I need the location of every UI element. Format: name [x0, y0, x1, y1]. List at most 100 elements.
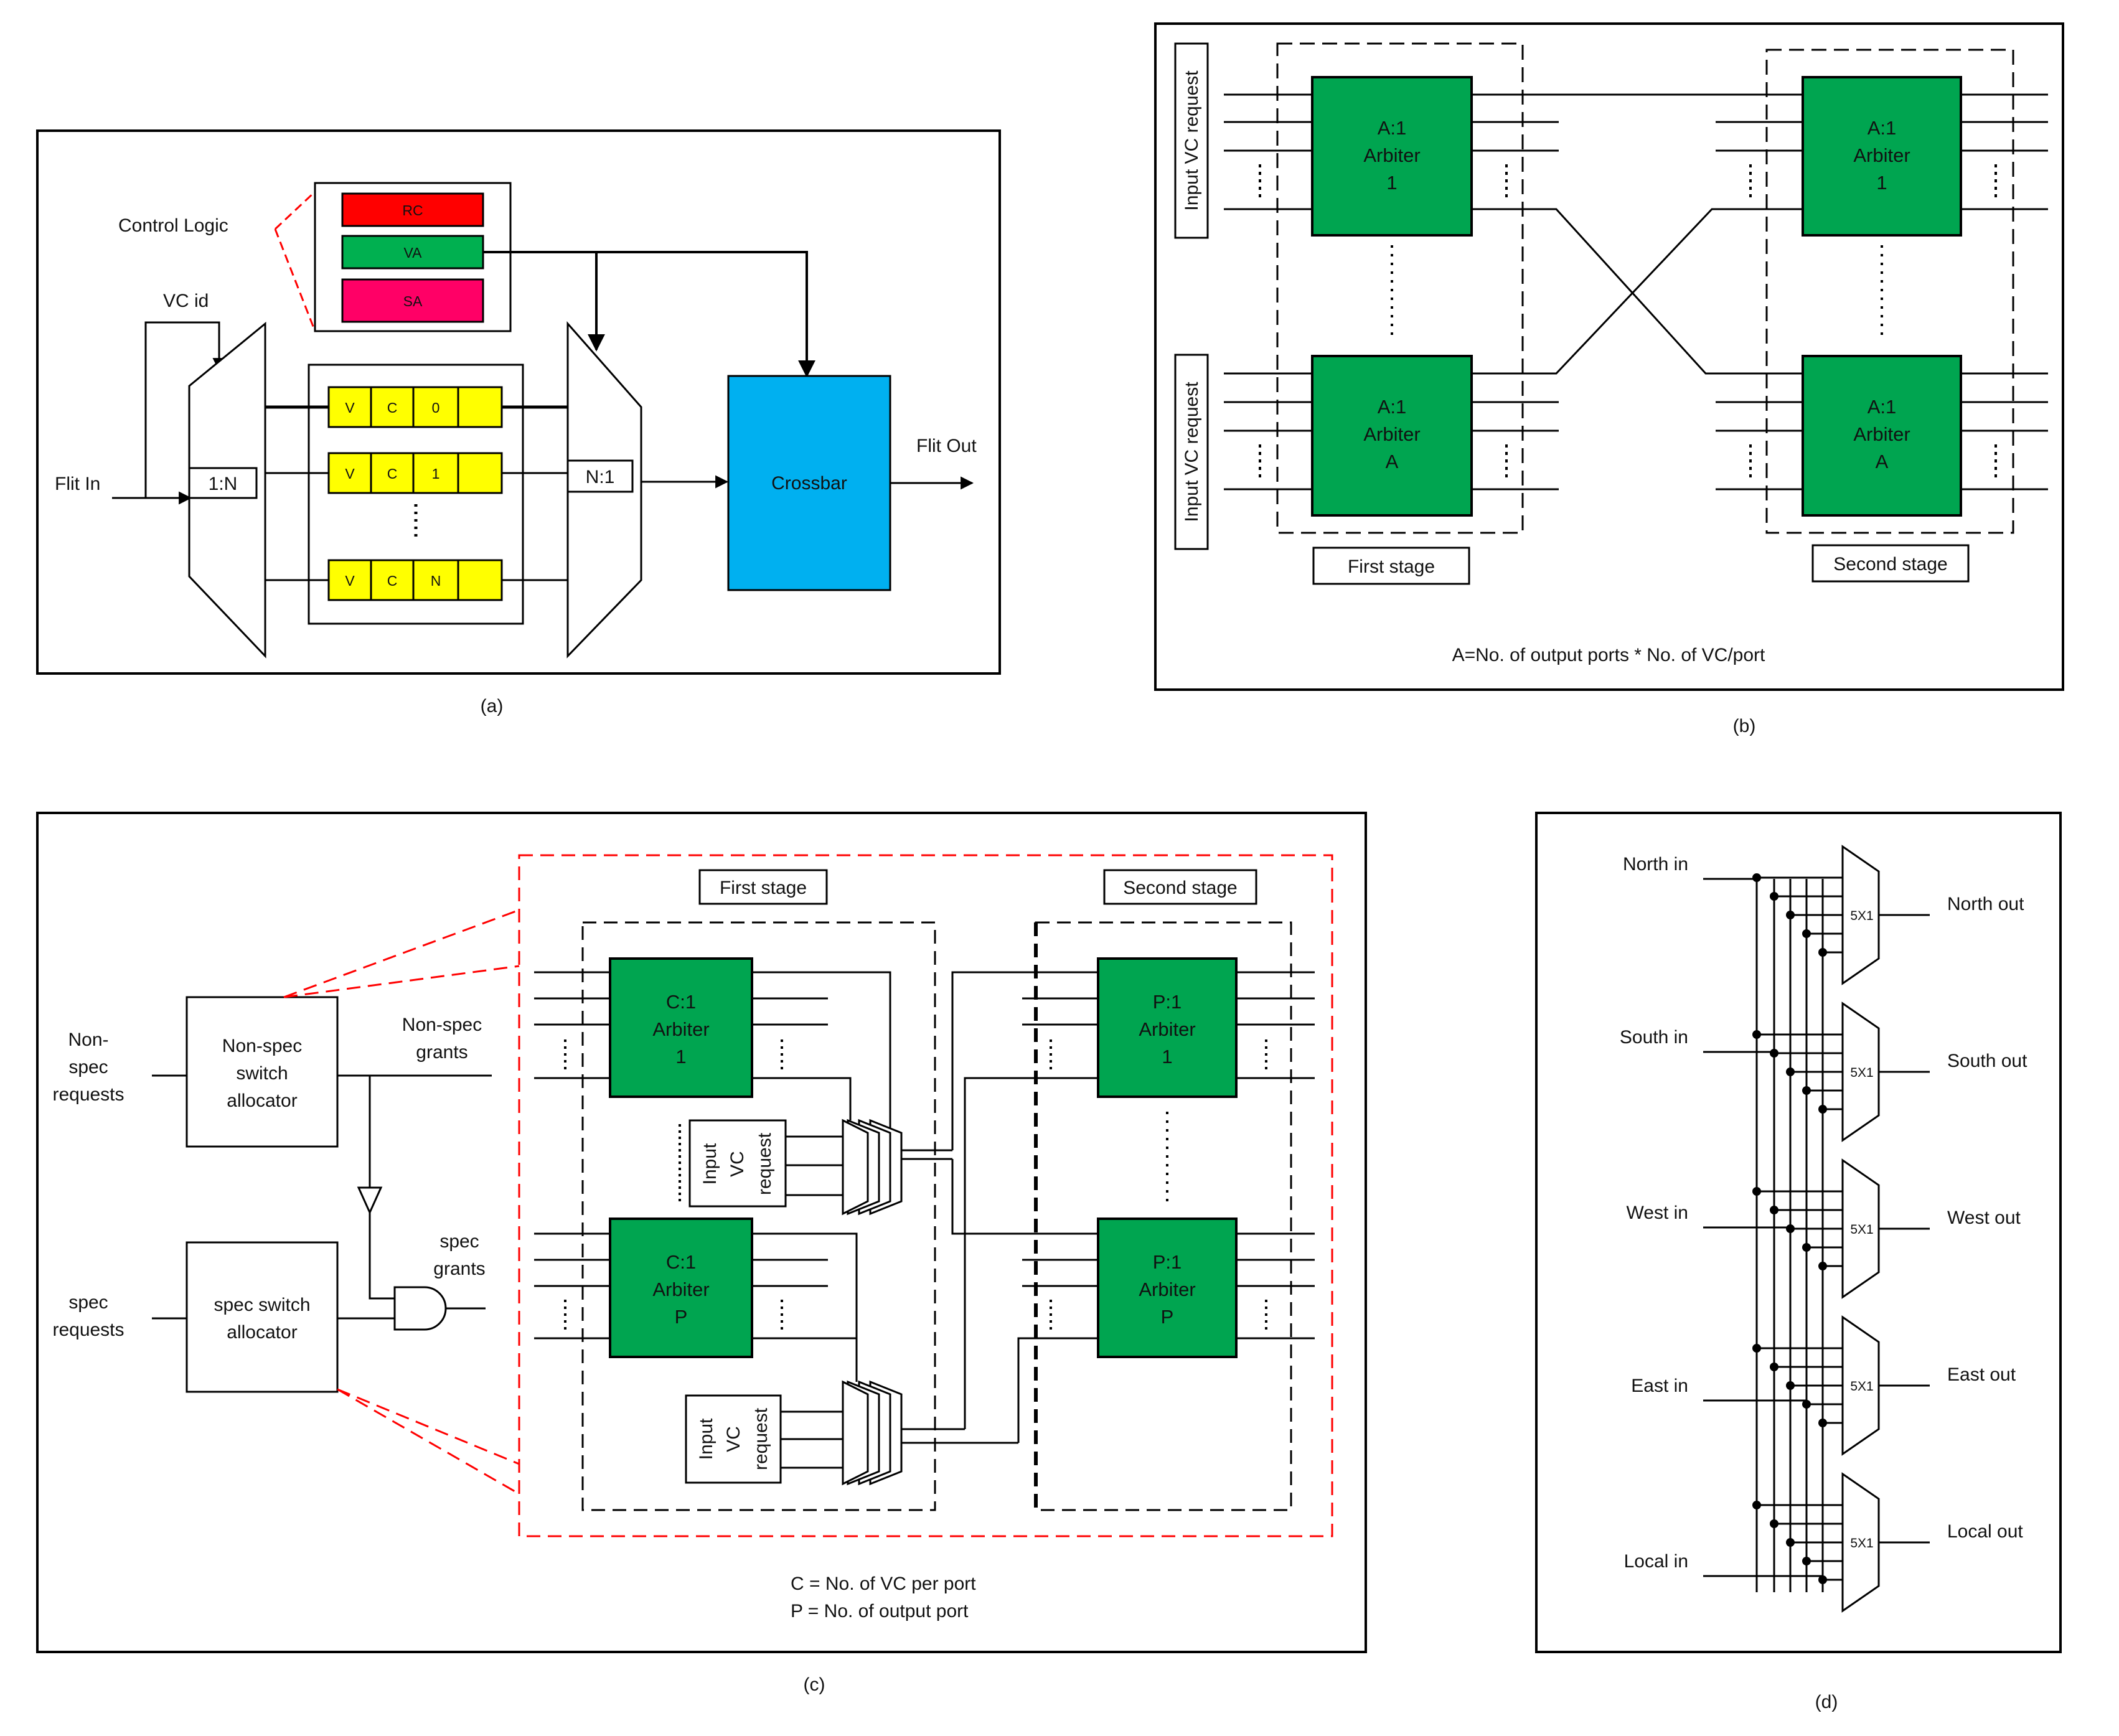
rc-label: RC	[402, 202, 423, 218]
nonspec-allocator-box	[186, 996, 339, 1148]
svg-text:Second stage: Second stage	[1123, 878, 1237, 898]
crossbar-block	[727, 375, 891, 591]
svg-text:A:1: A:1	[1868, 117, 1897, 139]
arbiter-b-second-a: A:1 Arbiter A	[1802, 355, 1962, 517]
junction-dot	[1818, 1419, 1827, 1427]
svg-text:request: request	[751, 1407, 771, 1470]
svg-text:0: 0	[432, 400, 440, 416]
spec-allocator-box	[186, 1241, 339, 1393]
svg-text:First stage: First stage	[720, 878, 807, 898]
svg-text:P: P	[675, 1306, 688, 1328]
svg-text:spec: spec	[68, 1292, 108, 1313]
svg-text:allocator: allocator	[227, 1091, 297, 1111]
output-label-3: East out	[1947, 1364, 2016, 1385]
mux-5x1-0	[1841, 845, 1880, 985]
arbiter-c-p: C:1 Arbiter P	[609, 1218, 753, 1358]
svg-text:spec: spec	[439, 1231, 479, 1252]
mux-label-1: 5X1	[1850, 1066, 1873, 1080]
junction-dot	[1802, 1243, 1811, 1252]
vc-id-label: VC id	[163, 291, 209, 311]
svg-text:allocator: allocator	[227, 1322, 297, 1343]
panel-d-frame	[1535, 812, 2062, 1653]
arbiter-b-first-a: A:1 Arbiter A	[1311, 355, 1473, 517]
mux-label: N:1	[586, 467, 615, 487]
legend-c: C = No. of VC per port	[791, 1574, 976, 1594]
junction-dot	[1802, 1557, 1811, 1565]
svg-text:Arbiter: Arbiter	[1139, 1018, 1195, 1040]
and-gate	[393, 1286, 447, 1331]
svg-text:C:1: C:1	[666, 991, 696, 1013]
panel-b-frame	[1154, 22, 2064, 691]
input-label-0: North in	[1623, 854, 1688, 875]
panel-c-frame	[36, 812, 1367, 1653]
svg-text:P: P	[1161, 1306, 1174, 1328]
mux-stack-bottom	[842, 1380, 903, 1486]
output-label-4: Local out	[1947, 1521, 2023, 1542]
junction-dot	[1770, 1519, 1778, 1528]
arbiter-b-first-1: A:1 Arbiter 1	[1311, 76, 1473, 237]
second-stage-region	[1765, 49, 2014, 534]
svg-text:V: V	[345, 466, 355, 482]
svg-text:A:1: A:1	[1378, 396, 1407, 418]
second-stage-label-box	[1811, 544, 1970, 583]
arbiter-b-second-1: A:1 Arbiter 1	[1802, 76, 1962, 237]
junction-dot	[1752, 873, 1761, 882]
svg-text:1: 1	[1386, 172, 1397, 194]
svg-text:grants: grants	[416, 1042, 467, 1063]
input-vc-request-box-c-bottom	[685, 1394, 782, 1484]
svg-text:1: 1	[1162, 1046, 1172, 1067]
svg-text:1: 1	[432, 466, 440, 482]
mux-5x1-1	[1841, 1002, 1880, 1142]
svg-text:Input: Input	[700, 1143, 720, 1185]
junction-dot	[1770, 1049, 1778, 1058]
svg-text:grants: grants	[433, 1259, 485, 1279]
output-label-2: West out	[1947, 1208, 2021, 1228]
panel-a-router-pipeline: Control Logic RC VA SA VC id Flit In 1:N	[36, 129, 1001, 716]
mux-label-3: 5X1	[1850, 1379, 1873, 1394]
junction-dot	[1770, 1363, 1778, 1371]
junction-dot	[1786, 1538, 1795, 1547]
svg-text:Arbiter: Arbiter	[1363, 423, 1420, 445]
first-stage-region-c	[581, 921, 936, 1511]
svg-text:A:1: A:1	[1868, 396, 1897, 418]
svg-text:Arbiter: Arbiter	[1139, 1279, 1195, 1300]
svg-text:Arbiter: Arbiter	[652, 1279, 709, 1300]
mux-stack-top	[842, 1119, 903, 1216]
svg-text:1: 1	[675, 1046, 686, 1067]
junction-dot	[1786, 911, 1795, 919]
svg-text:Input VC request: Input VC request	[1182, 70, 1202, 211]
svg-text:Non-spec: Non-spec	[222, 1036, 302, 1056]
svg-text:N: N	[431, 573, 441, 589]
output-label-0: North out	[1947, 894, 2024, 914]
svg-text:Arbiter: Arbiter	[1363, 144, 1420, 166]
mux-label-4: 5X1	[1850, 1536, 1873, 1551]
rc-block	[341, 192, 484, 227]
va-label: VA	[404, 245, 423, 261]
first-stage-label: First stage	[1348, 556, 1435, 577]
first-stage-label-box-c	[698, 869, 828, 905]
svg-text:Non-: Non-	[68, 1030, 108, 1050]
vc-buffer-box	[308, 364, 524, 625]
caption-a: (a)	[481, 696, 504, 716]
arbiter-c-1: C:1 Arbiter 1	[609, 957, 753, 1098]
svg-text:Arbiter: Arbiter	[1853, 144, 1910, 166]
mux-5x1-3	[1841, 1315, 1880, 1456]
control-logic-label: Control Logic	[118, 215, 228, 236]
svg-text:Non-spec: Non-spec	[402, 1015, 482, 1035]
junction-dot	[1802, 929, 1811, 938]
svg-text:VC: VC	[723, 1426, 744, 1452]
svg-text:switch: switch	[236, 1063, 288, 1084]
caption-d: (d)	[1815, 1692, 1838, 1712]
second-stage-label-box-c	[1103, 869, 1257, 905]
input-label-3: East in	[1631, 1376, 1688, 1396]
junction-dot	[1818, 1262, 1827, 1270]
control-logic-box	[314, 182, 512, 332]
inverter-buffer	[357, 1186, 383, 1215]
vc-buffer-1: V C 1	[327, 452, 503, 494]
mux-5x1-4	[1841, 1472, 1880, 1613]
vc-buffer-n: V C N	[327, 559, 503, 601]
first-stage-region	[1276, 42, 1524, 534]
junction-dot	[1818, 1105, 1827, 1114]
first-stage-label-box	[1312, 547, 1470, 585]
input-label-4: Local in	[1624, 1551, 1688, 1572]
